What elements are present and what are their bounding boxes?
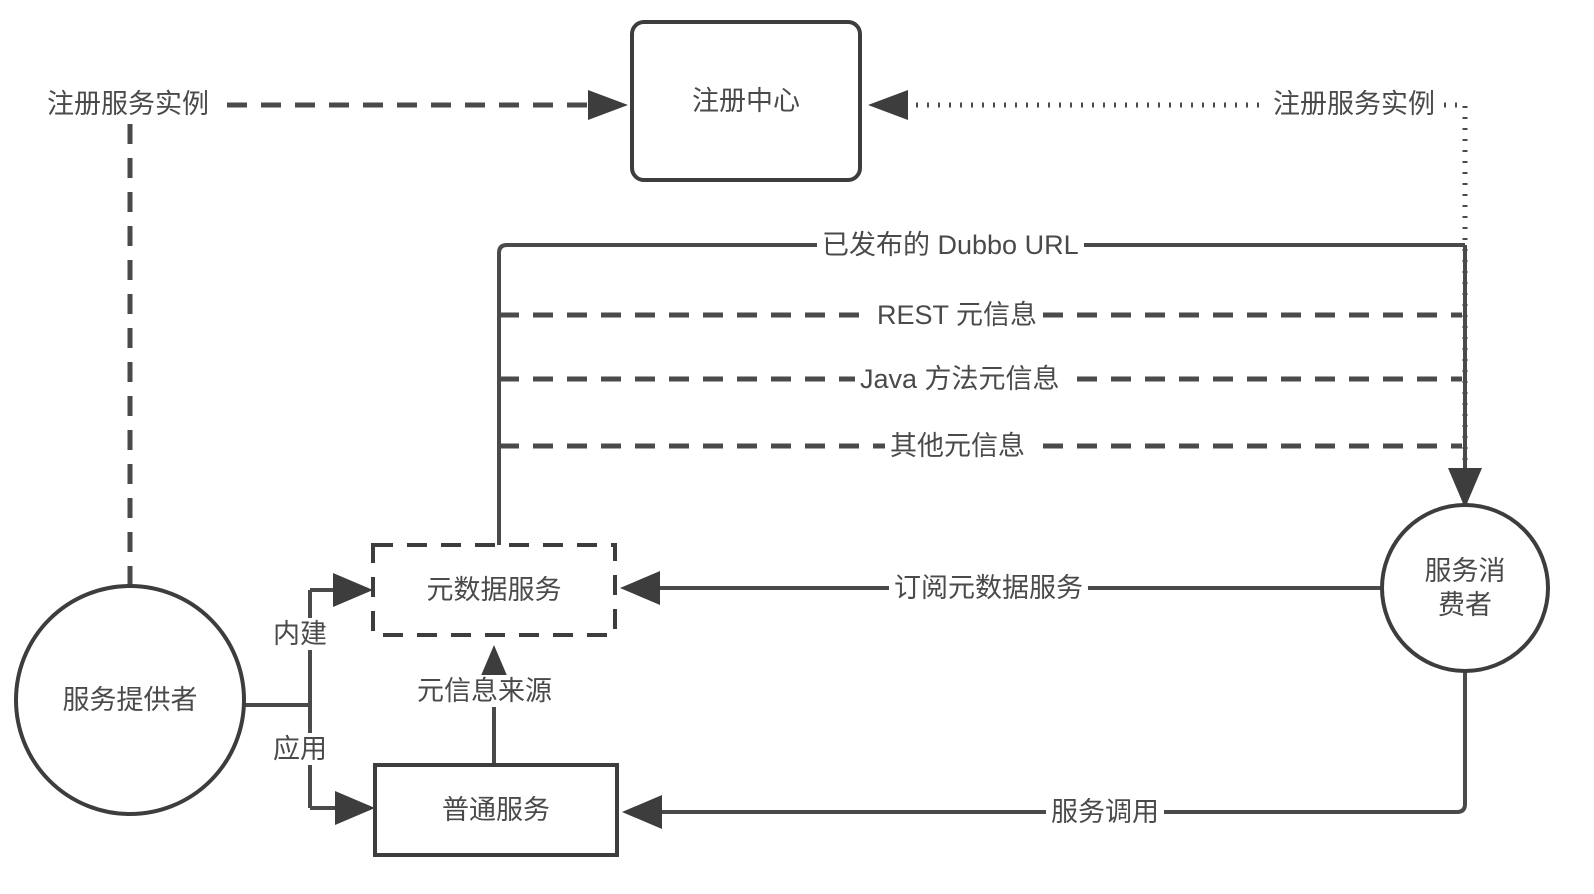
edge-label-metadata-source: 元信息来源	[412, 675, 557, 707]
edge-service-invocation-arrowhead	[622, 795, 662, 829]
edge-label-service-invocation: 服务调用	[1046, 796, 1164, 828]
edge-label-provider-register: 注册服务实例	[42, 88, 214, 120]
edge-provider-register-path	[127, 102, 588, 586]
edge-provider-register	[127, 90, 628, 586]
node-common-service[interactable]	[373, 763, 619, 857]
edge-label-java-method-metadata: Java 方法元信息	[855, 363, 1065, 395]
edge-label-provider-application: 应用	[268, 733, 332, 765]
edge-provider-application-arrowhead	[335, 791, 375, 825]
node-service-consumer[interactable]	[1380, 503, 1550, 673]
edge-consumer-register	[868, 90, 1468, 515]
edge-published-dubbo-url	[497, 243, 1465, 545]
node-service-provider[interactable]	[14, 584, 246, 816]
node-registry-center[interactable]	[630, 20, 862, 182]
edge-provider-builtin-arrowhead	[333, 573, 373, 607]
edge-label-consumer-register: 注册服务实例	[1268, 88, 1440, 120]
edge-metadata-to-consumer-trunk	[1448, 245, 1482, 508]
edge-service-invocation	[622, 671, 1467, 829]
edge-provider-application	[310, 791, 375, 825]
edge-consumer-register-arrowhead	[868, 90, 908, 120]
edge-consumer-register-path	[908, 102, 1468, 515]
edge-label-other-metadata: 其他元信息	[885, 430, 1030, 462]
edge-service-invocation-path	[662, 671, 1467, 814]
edge-metadata-to-consumer-arrowhead	[1448, 468, 1482, 508]
edge-label-rest-metadata: REST 元信息	[872, 299, 1043, 331]
node-metadata-service[interactable]	[371, 543, 617, 637]
edge-provider-builtin	[310, 573, 373, 607]
edge-subscribe-metadata-service-arrowhead	[620, 571, 660, 605]
edge-label-subscribe-metadata-service: 订阅元数据服务	[889, 572, 1088, 604]
edge-published-dubbo-url-path	[497, 243, 1465, 545]
edge-label-published-dubbo-url: 已发布的 Dubbo URL	[817, 229, 1084, 261]
edge-label-provider-builtin: 内建	[268, 618, 332, 650]
edge-provider-register-arrowhead	[588, 90, 628, 120]
